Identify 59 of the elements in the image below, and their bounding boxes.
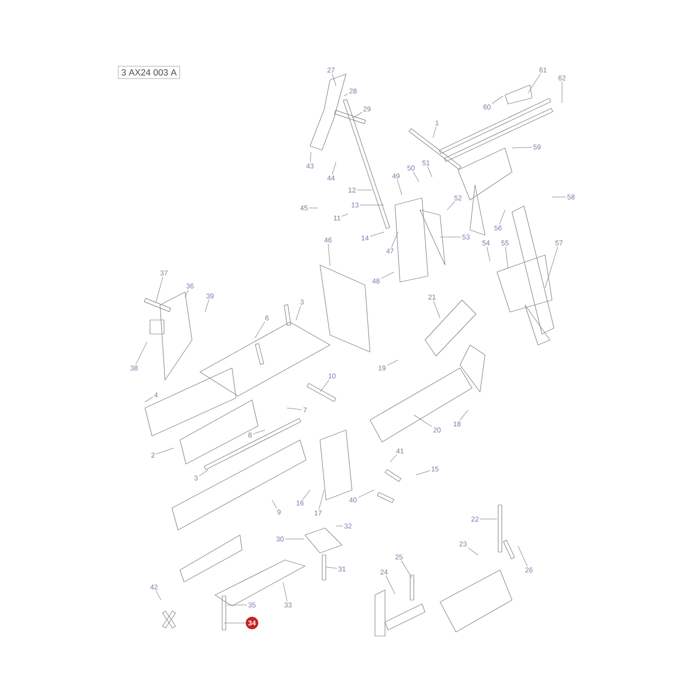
leader-line (136, 342, 148, 365)
reference-box: 3 AX24 003 A (118, 66, 180, 79)
leader-line (414, 414, 432, 427)
leader-line (344, 94, 348, 96)
leader-line (401, 560, 412, 578)
leader-line (310, 152, 312, 163)
leader-line (204, 299, 210, 312)
leader-line (254, 321, 266, 338)
leader-line (286, 408, 302, 410)
leader-line (156, 448, 174, 454)
leader-line (320, 379, 330, 392)
leader-line (512, 146, 532, 148)
leader-line (224, 622, 246, 624)
leader-line (332, 162, 336, 175)
leader-line (342, 214, 348, 216)
leader-line (492, 96, 504, 104)
leader-line (544, 246, 558, 288)
leader-line (440, 236, 462, 238)
leader-line (332, 73, 336, 86)
leader-line (358, 490, 374, 498)
leader-line (486, 246, 490, 262)
leader-line (505, 246, 508, 268)
leader-line (370, 232, 384, 237)
leader-line (396, 179, 402, 196)
leader-line (386, 575, 396, 594)
leader-line (552, 196, 566, 198)
leader-line (156, 590, 162, 600)
leader-line (412, 171, 420, 182)
leader-line (252, 430, 266, 434)
leader-line (198, 470, 208, 476)
leader-line (499, 210, 506, 225)
leader-line (226, 604, 248, 606)
leader-line (446, 201, 455, 210)
leader-line (433, 300, 440, 318)
leader-line (328, 243, 330, 266)
leader-line (284, 538, 304, 540)
leader-line (360, 204, 384, 206)
leader-line (416, 470, 430, 476)
leader-line (272, 500, 278, 509)
leader-line (144, 396, 154, 402)
leader-line (432, 126, 436, 138)
leader-line (468, 547, 478, 556)
leader-line (528, 73, 541, 94)
leader-line (390, 454, 397, 462)
leader-line (386, 360, 398, 366)
leader-line (518, 546, 528, 567)
leader-line (302, 490, 310, 500)
leader-line (460, 410, 468, 421)
leader-line (296, 305, 302, 320)
leader-line (318, 490, 324, 510)
leader-line (156, 276, 164, 302)
leader-line (380, 272, 394, 279)
leader-line (352, 112, 362, 118)
leader-line (184, 289, 189, 298)
leader-line (480, 518, 498, 520)
leader-line (391, 232, 398, 248)
leader-line (427, 166, 432, 178)
leader-line (326, 566, 338, 569)
leader-line (282, 582, 288, 602)
